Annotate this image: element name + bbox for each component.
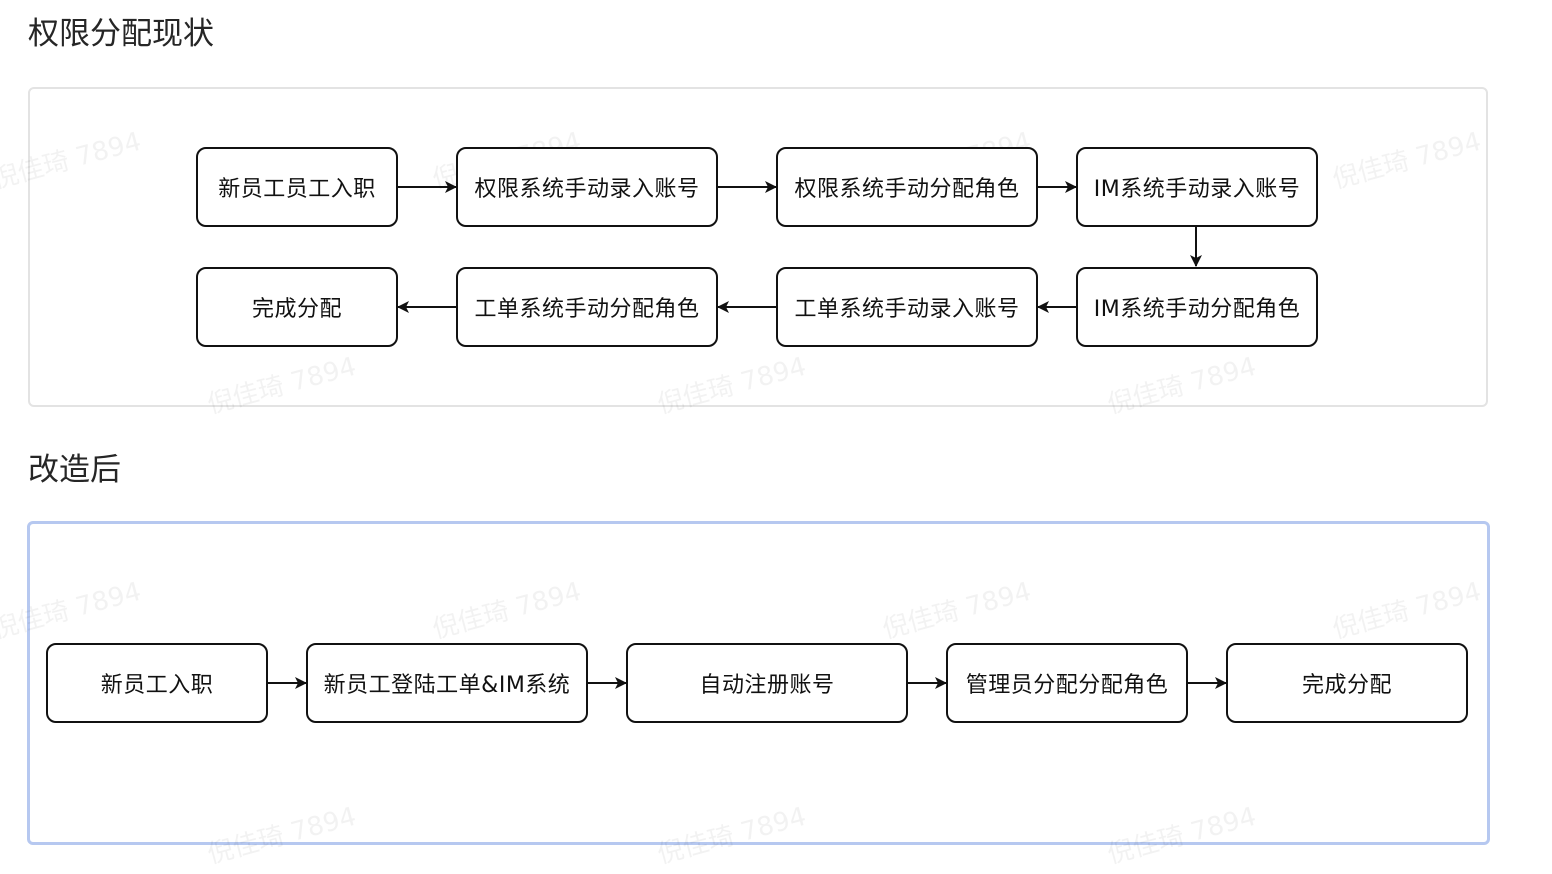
node-im-system-enter-account: IM系统手动录入账号	[1076, 147, 1318, 227]
node-im-system-assign-role: IM系统手动分配角色	[1076, 267, 1318, 347]
node-login-ticket-im: 新员工登陆工单&IM系统	[306, 643, 588, 723]
section-title-current: 权限分配现状	[28, 16, 214, 52]
node-new-employee-onboard-2: 新员工入职	[46, 643, 268, 723]
section-title-improved: 改造后	[28, 452, 121, 488]
node-admin-assign-role: 管理员分配分配角色	[946, 643, 1188, 723]
node-complete-assignment: 完成分配	[196, 267, 398, 347]
node-auto-register-account: 自动注册账号	[626, 643, 908, 723]
node-ticket-system-enter-account: 工单系统手动录入账号	[776, 267, 1038, 347]
node-perm-system-enter-account: 权限系统手动录入账号	[456, 147, 718, 227]
improved-flow-frame	[27, 521, 1490, 845]
node-complete-assignment-2: 完成分配	[1226, 643, 1468, 723]
current-flow-frame	[28, 87, 1488, 407]
node-perm-system-assign-role: 权限系统手动分配角色	[776, 147, 1038, 227]
node-ticket-system-assign-role: 工单系统手动分配角色	[456, 267, 718, 347]
node-new-employee-onboard: 新员工员工入职	[196, 147, 398, 227]
